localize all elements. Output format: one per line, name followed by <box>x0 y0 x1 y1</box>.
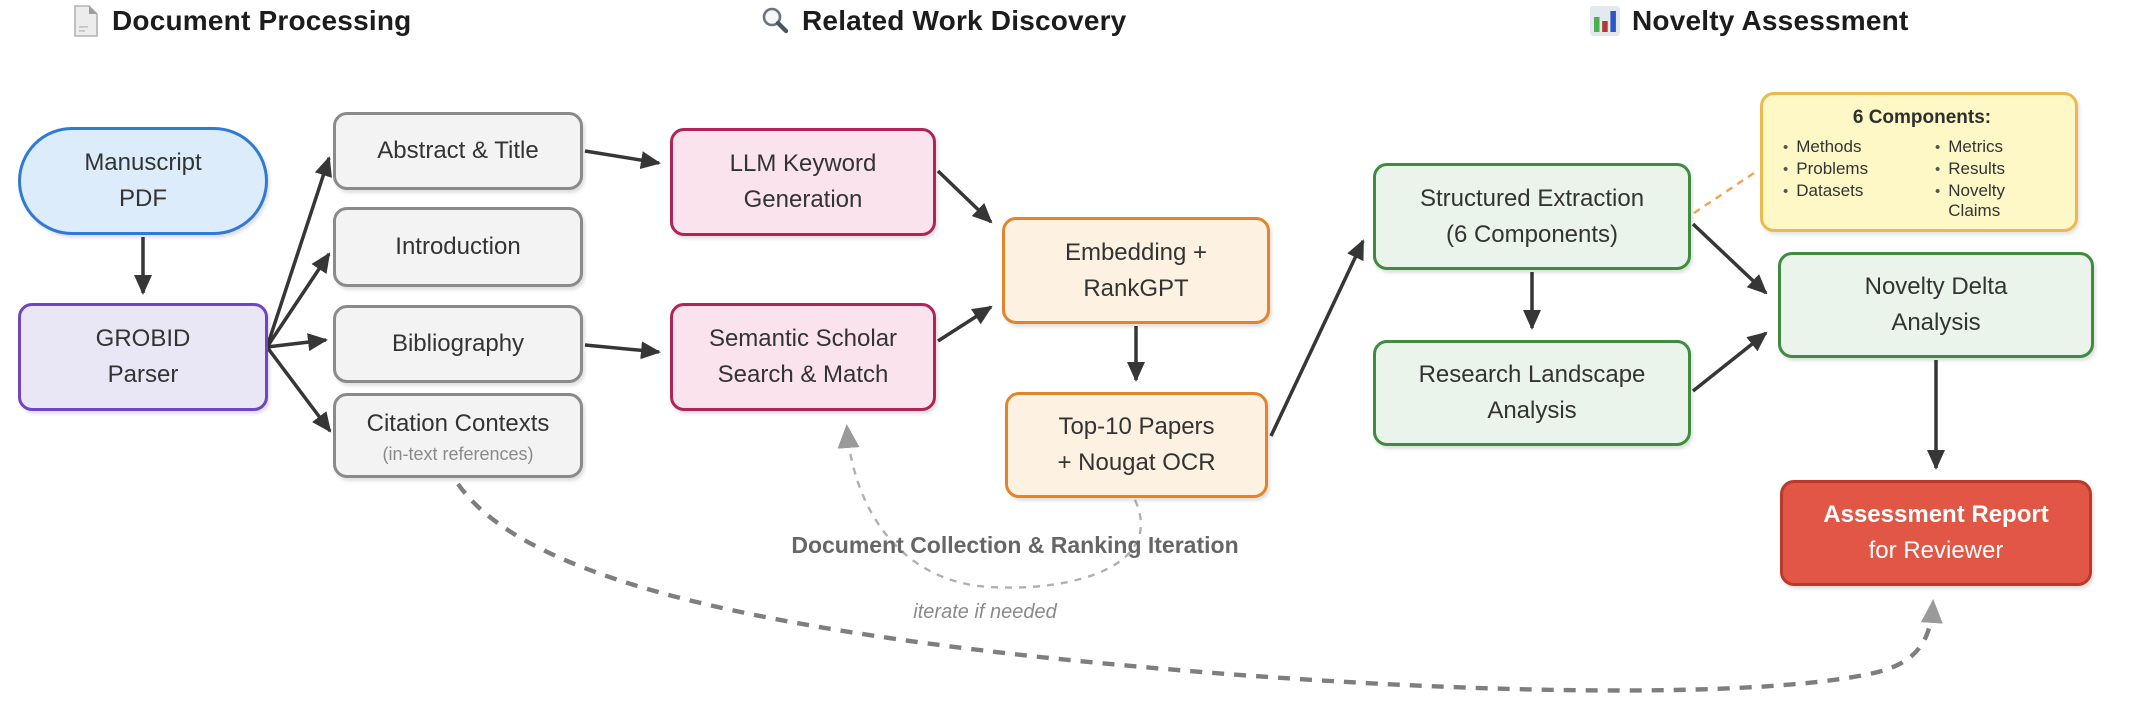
node-sublabel: for Reviewer <box>1868 537 2004 564</box>
section-title: Novelty Assessment <box>1632 5 1909 36</box>
edge-grobid-to-introduction <box>265 252 331 348</box>
edge-citation-to-report <box>456 482 1943 693</box>
bullet-dot: • <box>1783 139 1789 156</box>
node-label: Bibliography <box>391 330 525 357</box>
node-label: Introduction <box>395 233 521 260</box>
node-label: Analysis <box>1891 309 1981 336</box>
node-label: + Nougat OCR <box>1057 449 1216 476</box>
node-introduction: Introduction <box>333 207 583 287</box>
node-label: Semantic Scholar <box>708 325 898 352</box>
section-title: Document Processing <box>112 5 412 36</box>
node-structured-extraction: Structured Extraction (6 Components) <box>1373 163 1691 270</box>
note-right-column: • Metrics • Results • Novelty Claims <box>1935 137 2061 222</box>
node-label: Structured Extraction <box>1419 184 1645 212</box>
edge-structured-to-note <box>1693 170 1758 214</box>
node-abstract-title: Abstract & Title <box>333 112 583 190</box>
node-label: Assessment Report <box>1823 501 2049 528</box>
bullet-dot: • <box>1935 183 1941 200</box>
node-embedding-rankgpt: Embedding + RankGPT <box>1002 217 1270 324</box>
node-bibliography: Bibliography <box>333 305 583 383</box>
section-header-novelty-assessment: Novelty Assessment <box>1590 5 1908 37</box>
note-six-components: 6 Components: • Methods • Problems • Dat… <box>1760 92 2078 232</box>
node-llm-keyword-generation: LLM Keyword Generation <box>670 128 936 236</box>
note-item: • Problems <box>1783 159 1869 178</box>
edge-grobid-to-abstract <box>265 156 332 348</box>
edge-research-to-delta <box>1691 331 1768 393</box>
bullet-dot: • <box>1935 161 1941 178</box>
section-title: Related Work Discovery <box>802 5 1127 36</box>
node-label: (6 Components) <box>1445 220 1619 248</box>
iterate-hint-label: iterate if needed <box>913 601 1057 623</box>
note-item: • Methods <box>1783 137 1862 156</box>
node-label: Top-10 Papers <box>1058 413 1215 440</box>
iteration-edge-label: Document Collection & Ranking Iteration <box>791 532 1239 558</box>
node-label: Generation <box>743 186 863 213</box>
edge-top10-to-structured <box>1269 239 1365 437</box>
node-assessment-report: Assessment Report for Reviewer <box>1780 480 2092 586</box>
node-citation-contexts: Citation Contexts (in-text references) <box>333 393 583 478</box>
node-label: Novelty Delta <box>1864 273 2008 300</box>
section-header-related-work-discovery: Related Work Discovery <box>760 5 1126 37</box>
edge-abstract-to-llm <box>584 149 661 170</box>
node-label: Analysis <box>1487 397 1577 424</box>
node-label: RankGPT <box>1083 274 1189 302</box>
node-label: Embedding + <box>1064 238 1208 266</box>
bullet-dot: • <box>1783 161 1789 178</box>
node-label: GROBID <box>95 325 191 352</box>
edge-top10-loop-to-semantic <box>837 424 1143 589</box>
node-label: Manuscript <box>84 149 202 176</box>
node-semantic-scholar: Semantic Scholar Search & Match <box>670 303 936 411</box>
node-top10-nougat: Top-10 Papers + Nougat OCR <box>1005 392 1268 498</box>
edge-grobid-to-citation <box>265 345 332 433</box>
node-sublabel: (in-text references) <box>382 443 534 464</box>
node-label: PDF <box>119 185 167 212</box>
node-label: Research Landscape <box>1418 361 1646 388</box>
node-label: Parser <box>107 361 179 388</box>
bullet-dot: • <box>1935 139 1941 156</box>
note-item: • Novelty Claims <box>1935 181 2005 220</box>
document-icon <box>72 5 100 37</box>
node-manuscript-pdf: Manuscript PDF <box>18 127 268 235</box>
node-label: Search & Match <box>717 361 889 388</box>
section-header-document-processing: Document Processing <box>72 5 411 37</box>
node-novelty-delta: Novelty Delta Analysis <box>1778 252 2094 358</box>
edge-structured-to-delta <box>1691 222 1768 295</box>
node-label: Citation Contexts <box>366 409 550 437</box>
node-grobid-parser: GROBID Parser <box>18 303 268 411</box>
bar-chart-icon <box>1590 6 1620 36</box>
node-label: LLM Keyword <box>729 150 877 177</box>
edge-bibliography-to-semantic <box>584 341 661 360</box>
bullet-dot: • <box>1783 183 1789 200</box>
note-left-column: • Methods • Problems • Datasets <box>1783 137 1909 222</box>
edge-llm-to-embedding <box>936 169 993 224</box>
note-title: 6 Components: <box>1852 107 1992 128</box>
note-item: • Metrics <box>1935 137 2004 156</box>
edge-grobid-to-bibliography <box>266 333 328 352</box>
edge-semantic-to-embedding <box>937 305 993 343</box>
search-icon <box>760 6 790 36</box>
node-research-landscape: Research Landscape Analysis <box>1373 340 1691 446</box>
note-item: • Results <box>1935 159 2005 178</box>
note-item: • Datasets <box>1783 181 1864 200</box>
node-label: Abstract & Title <box>377 137 539 164</box>
